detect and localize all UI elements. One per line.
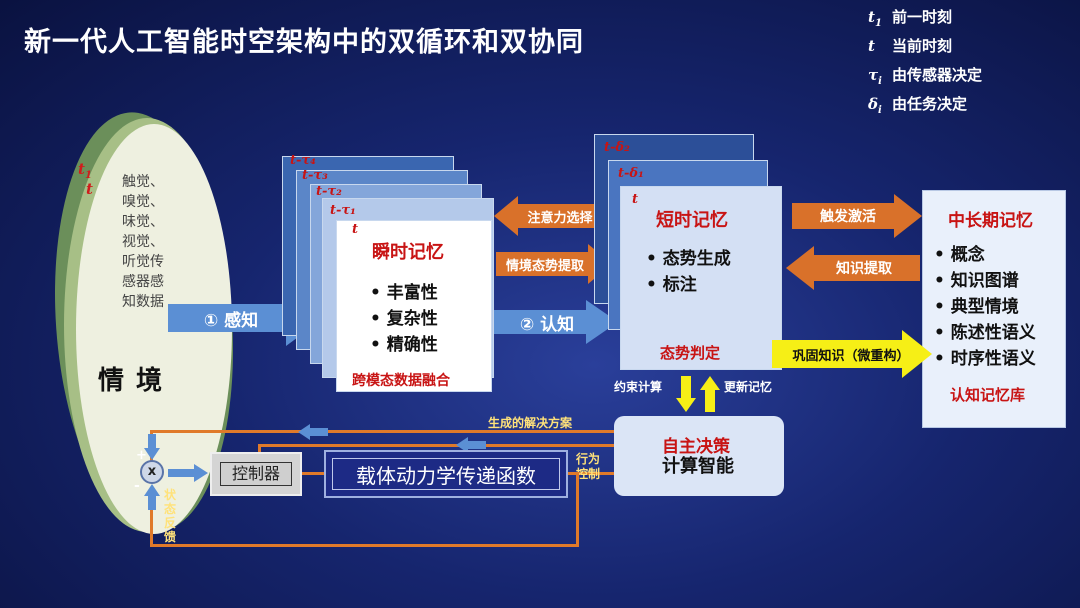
stack-label: t <box>352 222 359 237</box>
short-memory-title: 短时记忆 <box>656 210 728 231</box>
long-memory-list: • 概念 • 知识图谱 • 典型情境 • 陈述性语义 • 时序性语义 <box>934 242 1036 372</box>
feedback-line <box>150 488 153 546</box>
list-item: • 时序性语义 <box>934 349 1036 369</box>
feedback-line <box>150 544 579 547</box>
stack-label: t-τ₄ <box>290 153 316 168</box>
short-memory-footer: 态势判定 <box>660 344 721 362</box>
instant-memory-box <box>336 220 492 392</box>
instant-memory-footer: 跨模态数据融合 <box>352 373 450 389</box>
attention-label: 注意力选择 <box>527 210 593 226</box>
signal-line <box>302 472 324 475</box>
list-item: • 态势生成 <box>646 249 731 269</box>
long-memory-box <box>922 190 1066 428</box>
feedback-line <box>576 472 579 546</box>
solution-label: 生成的解决方案 <box>488 416 573 430</box>
list-item: • 典型情境 <box>934 297 1019 317</box>
context-label: 情境 <box>98 366 175 396</box>
controller-block: 控制器 <box>210 452 302 496</box>
list-item: • 陈述性语义 <box>934 323 1036 343</box>
constraint-arrow <box>676 376 696 412</box>
perceive-label: ① 感知 <box>203 310 259 331</box>
knowledge-extract-arrow <box>786 246 920 290</box>
situation-extract-arrow <box>496 244 612 284</box>
solution-line <box>258 444 614 447</box>
page-title: 新一代人工智能时空架构中的双循环和双协同 <box>24 27 584 58</box>
list-item: • 概念 <box>934 245 985 265</box>
situation-extract-label: 情境态势提取 <box>505 258 584 274</box>
autonomy-subtitle: 计算智能 <box>662 456 734 477</box>
controller-label: 控制器 <box>220 462 292 486</box>
to-controller-arrow <box>168 464 208 482</box>
short-memory-box <box>620 186 782 370</box>
short-memory-list: • 态势生成 • 标注 <box>646 246 731 298</box>
cognize-label: ② 认知 <box>519 314 575 335</box>
stack-label: t-τ₂ <box>316 184 342 199</box>
plant-block: 载体动力学传递函数 <box>324 450 568 498</box>
stack-label: t <box>632 192 639 207</box>
list-item: • 标注 <box>646 275 697 295</box>
solution-line <box>258 444 261 454</box>
list-item: • 丰富性 <box>370 283 438 303</box>
consolidate-arrow <box>772 330 932 378</box>
update-label: 更新记忆 <box>724 380 773 394</box>
long-memory-title: 中长期记忆 <box>948 211 1033 231</box>
solution-line <box>150 430 614 433</box>
solution-flow-arrow <box>298 424 328 440</box>
action-label: 行为控制 <box>576 452 601 481</box>
feedback-arrow <box>144 484 160 510</box>
stack-label: t-δ₂ <box>604 140 630 155</box>
plant-label: 载体动力学传递函数 <box>332 458 560 490</box>
plus-sign: + <box>136 448 147 463</box>
trigger-arrow <box>792 194 922 238</box>
constraint-label: 约束计算 <box>614 380 663 394</box>
list-item: • 复杂性 <box>370 309 438 329</box>
long-memory-footer: 认知记忆库 <box>950 386 1026 404</box>
autonomy-title: 自主决策 <box>662 437 730 457</box>
knowledge-extract-label: 知识提取 <box>836 261 892 277</box>
signal-line <box>568 472 614 475</box>
minus-sign: - <box>134 478 140 494</box>
stack-label: t-δ₁ <box>618 166 644 181</box>
feedback-label: 状态反馈 <box>164 488 177 544</box>
stack-label: t-τ₃ <box>302 168 328 183</box>
instant-memory-title: 瞬时记忆 <box>372 242 444 263</box>
update-arrow <box>700 376 720 412</box>
stack-label: t-τ₁ <box>330 203 356 218</box>
sensor-data-text: 触觉、嗅觉、味觉、视觉、听觉传感器感知数据 <box>122 174 164 310</box>
list-item: • 知识图谱 <box>934 271 1019 291</box>
autonomy-box <box>614 416 784 496</box>
instant-memory-list: • 丰富性 • 复杂性 • 精确性 <box>370 280 438 358</box>
input-flow-arrow <box>144 434 160 460</box>
context-time-prev: t1 <box>78 160 92 181</box>
trigger-label: 触发激活 <box>820 209 876 225</box>
list-item: • 精确性 <box>370 335 438 355</box>
summing-junction: x <box>140 460 164 484</box>
consolidate-label: 巩固知识（微重构） <box>792 348 910 364</box>
solution-flow-arrow <box>456 437 486 453</box>
context-time-now: t <box>86 180 93 198</box>
attention-arrow <box>494 196 610 236</box>
cognize-arrow <box>494 300 618 344</box>
